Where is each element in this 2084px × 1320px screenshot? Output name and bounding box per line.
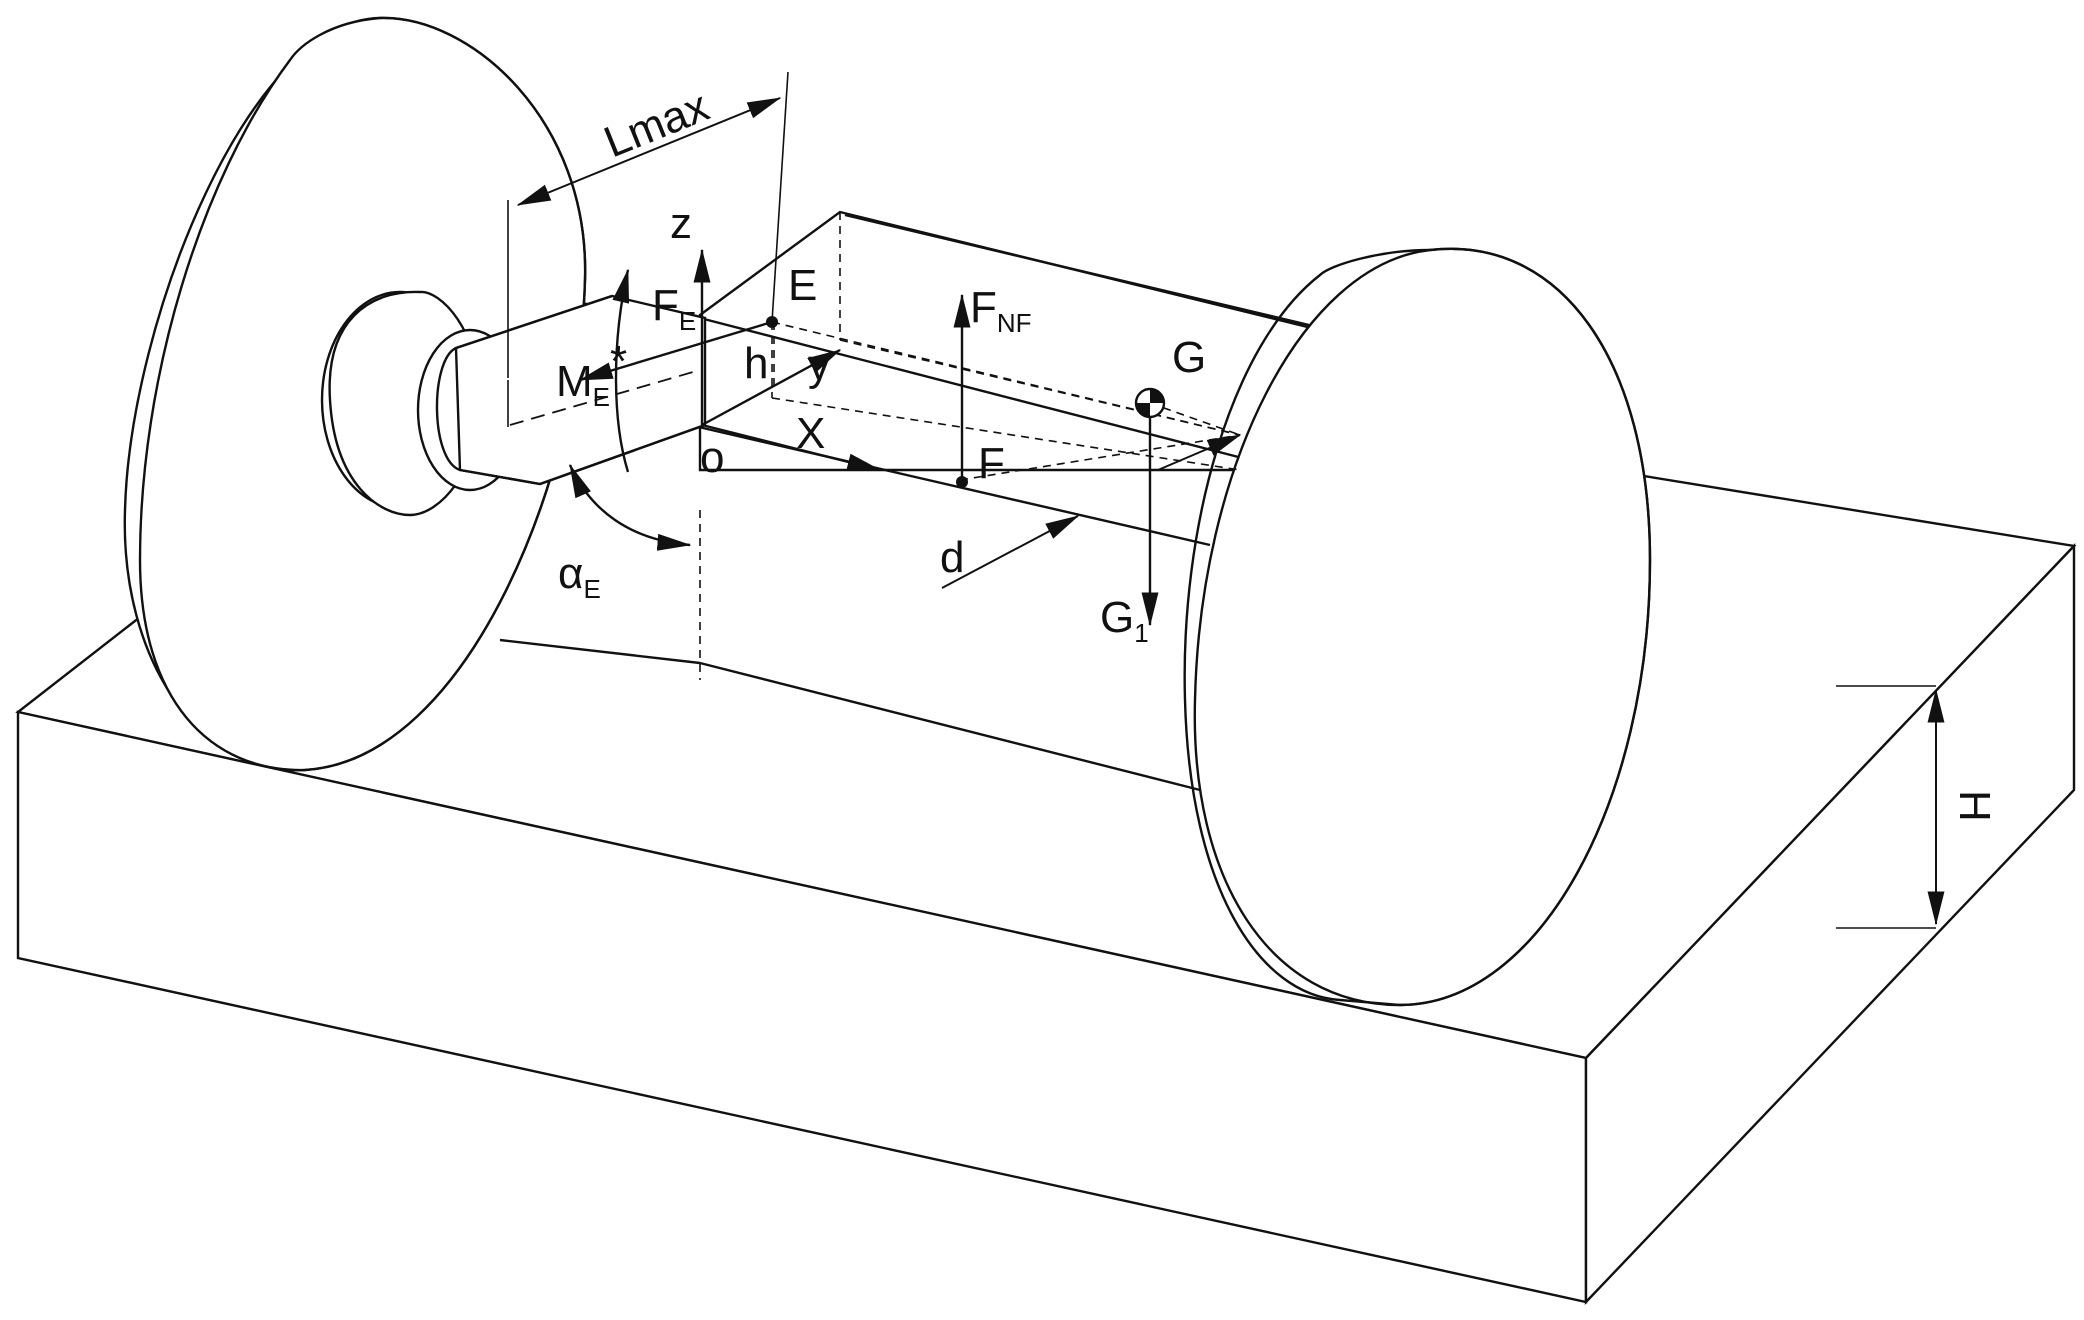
point-f-group: F FNF [953, 283, 1032, 488]
label-alpha: αE [558, 549, 601, 604]
label-z: z [670, 199, 692, 248]
label-me: ME* [556, 337, 627, 412]
reference-box [699, 212, 1241, 680]
gravity-group: G G1 [1100, 333, 1206, 648]
label-fnf: FNF [970, 283, 1032, 338]
coordinate-axes: z y X o [670, 199, 882, 482]
label-x: X [796, 409, 825, 458]
label-lmax: Lmax [597, 82, 715, 168]
label-g: G [1172, 333, 1206, 382]
label-fe: FE [652, 281, 696, 336]
label-d: d [940, 533, 964, 582]
label-o: o [700, 433, 724, 482]
journal-shaft [435, 294, 707, 486]
label-f: F [978, 439, 1005, 488]
h-dimension: H [1836, 685, 1999, 929]
label-height: H [1950, 790, 1999, 822]
point-e-group: E h FE ME* αE [556, 261, 817, 604]
label-y: y [808, 341, 830, 390]
label-g1: G1 [1100, 593, 1149, 648]
label-h: h [744, 339, 768, 388]
d-dimension: d [940, 434, 1242, 589]
label-e: E [788, 261, 817, 310]
right-wheel [1183, 247, 1652, 1007]
